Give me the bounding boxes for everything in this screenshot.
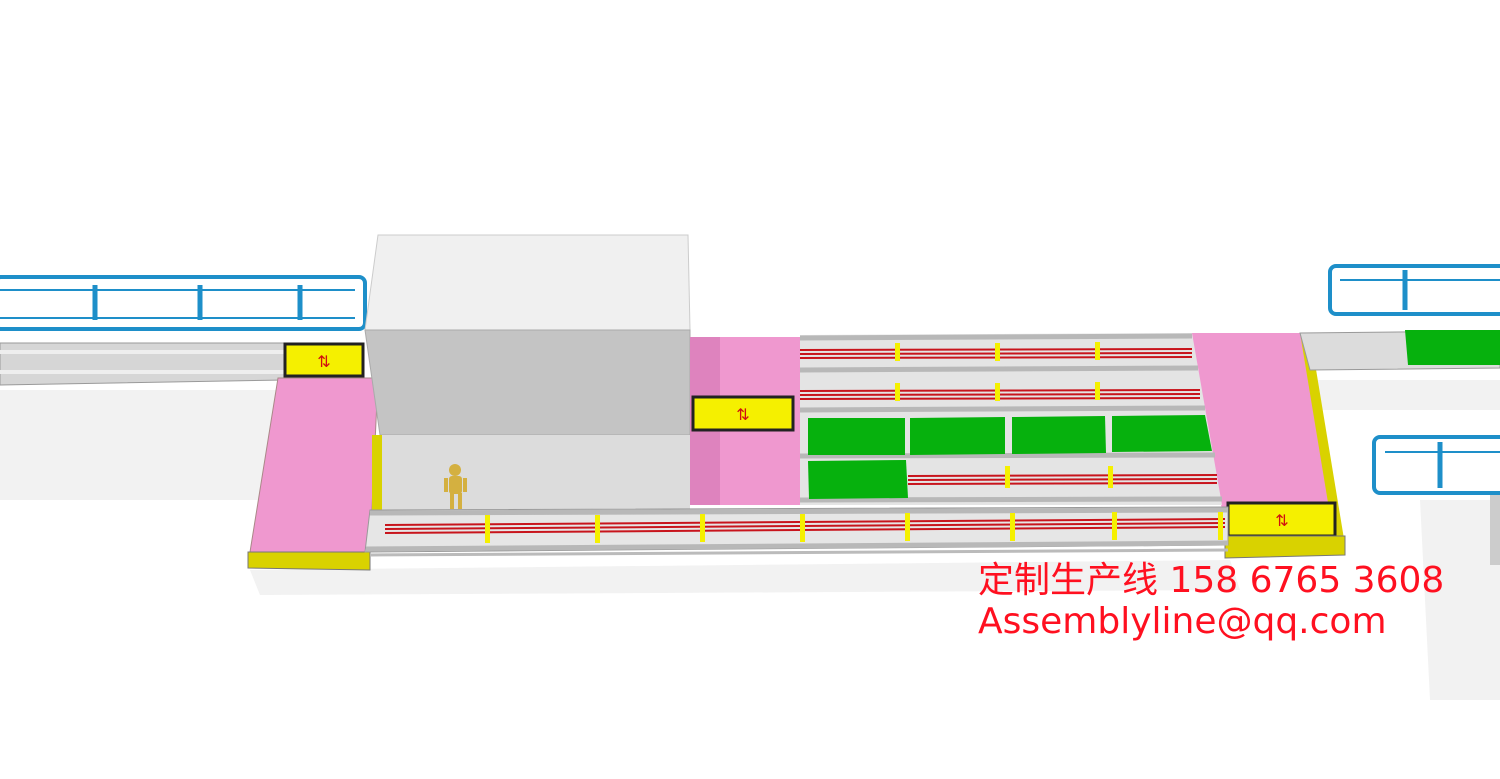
product-box xyxy=(910,417,1005,455)
conveyor-rows xyxy=(799,333,1223,505)
transfer-arrows-icon: ⇅ xyxy=(736,405,749,424)
transfer-unit-left: ⇅ xyxy=(283,342,365,378)
green-boxes xyxy=(808,415,1212,499)
pink-platform-right: ⇅ xyxy=(1190,333,1346,559)
product-box xyxy=(1012,416,1106,454)
left-overhead-frame xyxy=(0,275,367,331)
right-overhead-frame-top xyxy=(1328,264,1500,316)
product-box xyxy=(1405,330,1500,365)
bottom-conveyor xyxy=(364,506,1229,557)
left-conveyor xyxy=(0,342,286,386)
transfer-arrows-icon: ⇅ xyxy=(1275,511,1288,530)
right-post xyxy=(1490,495,1500,565)
product-box xyxy=(808,460,908,499)
enclosure-box xyxy=(364,234,691,510)
right-overhead-frame-bottom xyxy=(1372,435,1500,495)
right-conveyor xyxy=(1299,330,1500,371)
pink-platform-middle: ⇅ xyxy=(690,337,800,505)
pink-platform-left xyxy=(247,377,379,571)
product-box xyxy=(808,418,905,455)
worker-figure xyxy=(444,464,467,509)
product-box xyxy=(1112,415,1212,452)
floor-shadows xyxy=(0,380,1500,700)
watermark-email: Assemblyline@qq.com xyxy=(978,601,1387,642)
transfer-arrows-icon: ⇅ xyxy=(317,352,330,371)
watermark-phone: 定制生产线 158 6765 3608 xyxy=(978,560,1445,601)
